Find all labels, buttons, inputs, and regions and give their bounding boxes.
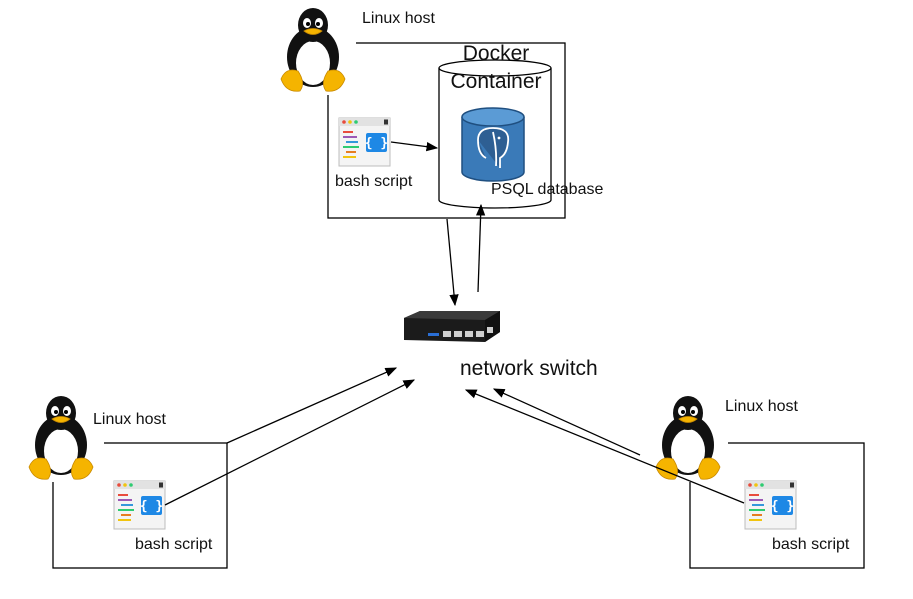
right-linux-host: Linux host bash script	[650, 390, 865, 569]
script-to-db-arrow	[390, 141, 439, 152]
left-script-label: bash script	[135, 536, 213, 553]
left-host-to-switch-arrow	[226, 367, 398, 444]
left-host-label: Linux host	[93, 411, 166, 428]
docker-container-label-line1: Docker	[463, 42, 530, 65]
bash-script-window-icon	[113, 480, 166, 530]
left-script-to-switch-arrow	[164, 379, 416, 506]
docker-container-label-line2: Container	[450, 70, 541, 93]
left-linux-host: Linux host bash script	[22, 390, 228, 569]
switch-to-host-arrow	[475, 203, 486, 293]
right-host-to-switch-arrow	[492, 388, 641, 456]
top-script-label: bash script	[335, 173, 413, 190]
database-label: PSQL database	[491, 181, 603, 198]
top-host-label: Linux host	[362, 10, 435, 27]
top-linux-host: Linux host Docker Container PSQL databas…	[272, 3, 603, 219]
left-host-box	[52, 442, 228, 569]
top-host-box	[327, 42, 566, 219]
host-to-switch-arrow	[446, 218, 459, 307]
postgresql-elephant-icon	[461, 107, 525, 182]
right-script-to-switch-arrow	[464, 389, 745, 504]
network-switch-icon	[404, 311, 500, 342]
right-host-label: Linux host	[725, 398, 798, 415]
network-switch-label: network switch	[460, 357, 598, 380]
right-script-label: bash script	[772, 536, 850, 553]
bash-script-window-icon	[744, 480, 797, 530]
bash-script-window-icon	[338, 117, 391, 167]
right-host-box	[689, 442, 865, 569]
